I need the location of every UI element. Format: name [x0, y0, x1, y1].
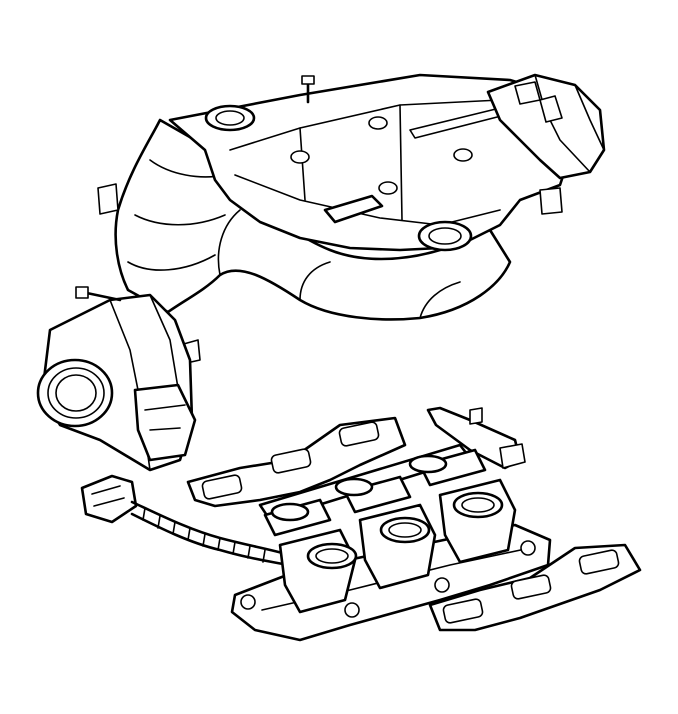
wiring-harness-connector — [80, 474, 138, 524]
throttle-body — [36, 286, 197, 472]
lower-manifold-gasket-right — [428, 543, 642, 632]
upper-intake-manifold — [97, 73, 606, 365]
lower-manifold-gasket-left — [186, 416, 407, 508]
wiring-harness — [80, 474, 292, 567]
lower-intake-manifold — [230, 448, 552, 642]
